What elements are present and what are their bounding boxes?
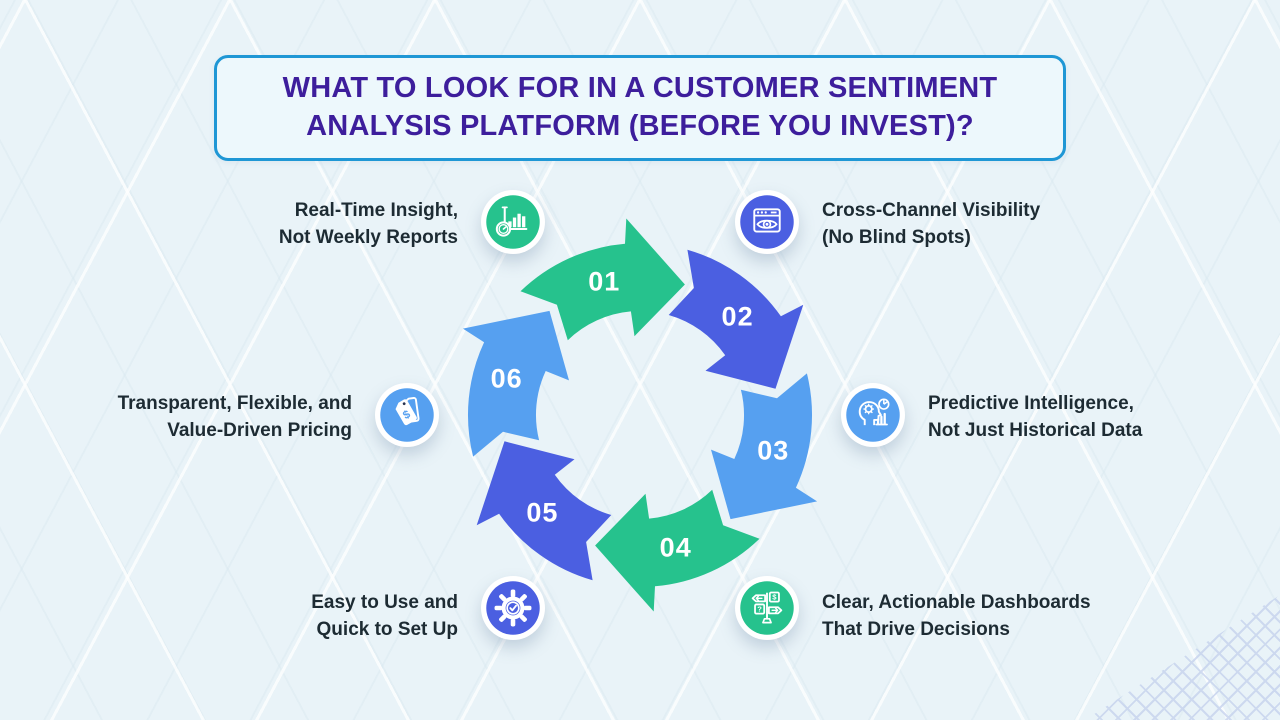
label-line: Transparent, Flexible, and <box>117 393 352 414</box>
head-gear-analytics-icon <box>841 383 905 447</box>
cycle-arrows <box>462 218 818 612</box>
label-line: Cross-Channel Visibility <box>822 200 1041 221</box>
question-glyph: ? <box>757 604 762 613</box>
gear-check-icon <box>481 576 545 640</box>
feature-label-dashboards: Clear, Actionable Dashboards That Drive … <box>822 589 1091 643</box>
gear-check-icon-art <box>486 581 540 635</box>
icon-circle <box>846 388 900 442</box>
cycle-number-05: 05 <box>526 497 559 528</box>
bar-chart-timer-icon <box>481 190 545 254</box>
cycle-arrow-03 <box>711 373 818 520</box>
label-line: Predictive Intelligence, <box>928 393 1134 414</box>
feature-label-pricing: Transparent, Flexible, and Value-Driven … <box>118 390 352 444</box>
label-line: Not Weekly Reports <box>278 227 458 248</box>
label-line: Not Just Historical Data <box>928 420 1143 441</box>
label-line: (No Blind Spots) <box>822 227 971 248</box>
cycle-arrow-01 <box>520 218 685 341</box>
signpost-decision-icon: $ ? <box>735 576 799 640</box>
cycle-number-03: 03 <box>757 435 790 466</box>
head-gear-analytics-icon-art <box>846 388 900 442</box>
bar-chart-timer-icon-art <box>486 195 540 249</box>
label-line: Clear, Actionable Dashboards <box>822 592 1091 613</box>
page-title-line-2: ANALYSIS PLATFORM (BEFORE YOU INVEST)? <box>306 110 974 142</box>
label-line: Value-Driven Pricing <box>167 420 352 441</box>
feature-label-cross-channel: Cross-Channel Visibility (No Blind Spots… <box>822 197 1040 251</box>
price-tag-icon: $ <box>375 383 439 447</box>
cycle-arrow-05 <box>476 441 612 581</box>
label-line: Quick to Set Up <box>316 619 458 640</box>
page-title-line-1: WHAT TO LOOK FOR IN A CUSTOMER SENTIMENT <box>282 72 998 104</box>
feature-label-predictive: Predictive Intelligence, Not Just Histor… <box>928 390 1142 444</box>
title-box: WHAT TO LOOK FOR IN A CUSTOMER SENTIMENT… <box>214 55 1066 161</box>
cycle-arrow-02 <box>668 249 804 389</box>
label-line: Easy to Use and <box>311 592 458 613</box>
cycle-arrow-04 <box>595 489 760 612</box>
cycle-arrow-06 <box>462 310 569 457</box>
cycle-diagram: 01 02 03 04 05 06 <box>420 195 860 635</box>
signpost-decision-icon-art: $ ? <box>740 581 794 635</box>
cycle-number-06: 06 <box>490 363 523 394</box>
browser-eye-icon <box>735 190 799 254</box>
icon-circle <box>740 195 794 249</box>
cycle-number-04: 04 <box>659 532 692 563</box>
cycle-number-01: 01 <box>588 266 621 297</box>
browser-eye-icon-art <box>740 195 794 249</box>
price-tag-icon-art: $ <box>380 388 434 442</box>
feature-label-easy-setup: Easy to Use and Quick to Set Up <box>311 589 458 643</box>
cycle-number-02: 02 <box>721 301 754 332</box>
label-line: Real-Time Insight, <box>294 200 458 221</box>
feature-label-real-time: Real-Time Insight, Not Weekly Reports <box>279 197 458 251</box>
label-line: That Drive Decisions <box>822 619 1010 640</box>
dollar-glyph: $ <box>772 592 777 601</box>
